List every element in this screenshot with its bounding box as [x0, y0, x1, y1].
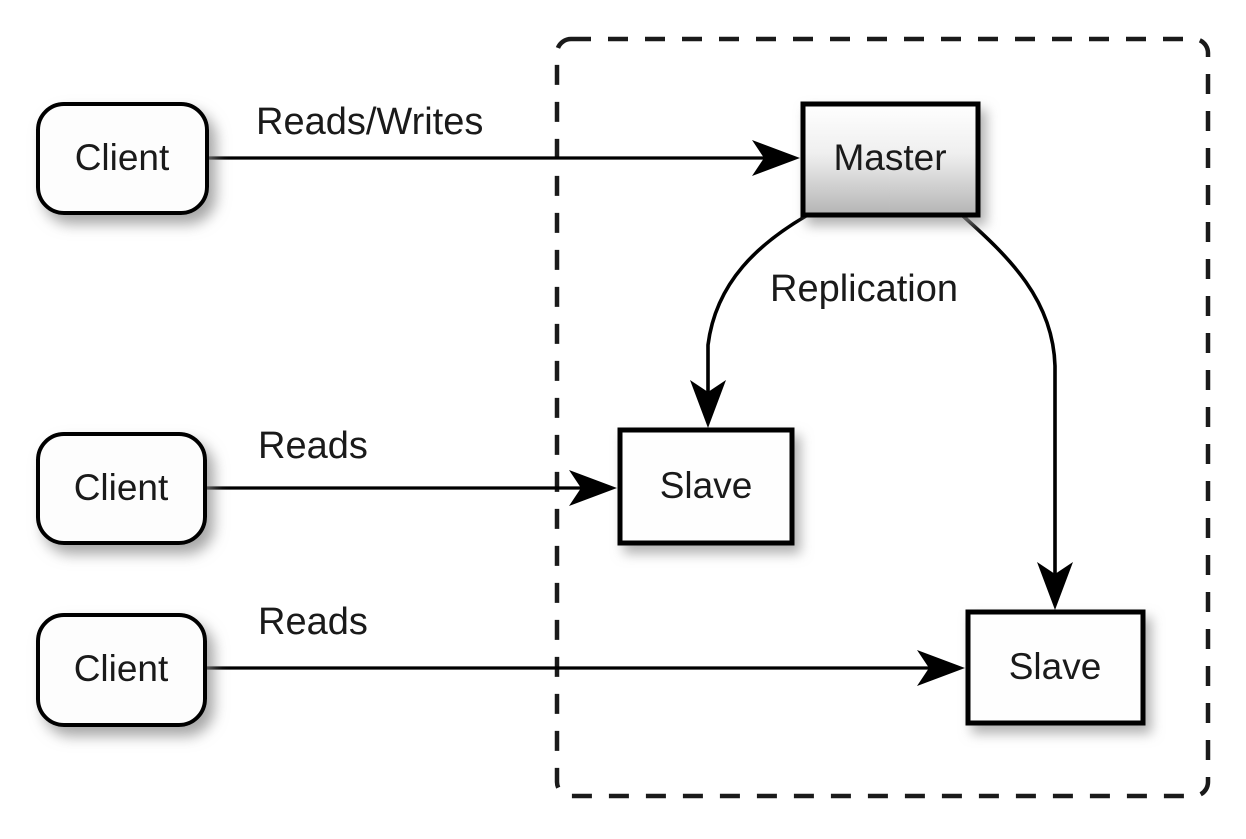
master-box[interactable]	[800, 101, 981, 218]
client-1-label: Client	[75, 137, 170, 178]
client-2-label: Client	[74, 467, 169, 508]
node-master[interactable]	[800, 101, 981, 218]
arrow-head-icon	[752, 140, 800, 176]
database-cluster-boundary	[554, 36, 1211, 799]
arrow-head-icon	[569, 470, 617, 506]
client-1-box[interactable]	[36, 102, 209, 215]
node-slave-2[interactable]	[965, 609, 1146, 726]
slave-2-box[interactable]	[965, 609, 1146, 726]
node-client-3[interactable]	[36, 613, 207, 727]
edge-client1-master	[207, 140, 800, 176]
node-client-1[interactable]	[36, 102, 209, 215]
arrow-head-icon	[1037, 562, 1073, 610]
slave-2-label: Slave	[1009, 646, 1102, 687]
edge-label-reads-2: Reads	[258, 601, 368, 643]
edge-label-replication: Replication	[770, 268, 958, 310]
node-client-2[interactable]	[36, 432, 207, 545]
client-2-box[interactable]	[36, 432, 207, 545]
slave-1-label: Slave	[660, 465, 753, 506]
edge-master-slave2	[961, 214, 1073, 610]
client-3-label: Client	[74, 648, 169, 689]
client-3-box[interactable]	[36, 613, 207, 727]
edge-master-slave2-curve	[961, 214, 1057, 582]
arrow-head-icon	[690, 380, 726, 428]
edge-master-slave1	[690, 214, 807, 428]
master-label: Master	[833, 137, 946, 178]
arrow-head-icon	[917, 650, 965, 686]
node-slave-1[interactable]	[617, 427, 795, 546]
edge-label-reads-1: Reads	[258, 425, 368, 467]
slave-1-box[interactable]	[617, 427, 795, 546]
edge-client3-slave2	[205, 650, 965, 686]
edge-label-reads-writes: Reads/Writes	[256, 101, 483, 143]
edge-master-slave1-curve	[706, 214, 807, 402]
edge-client2-slave1	[205, 470, 617, 506]
